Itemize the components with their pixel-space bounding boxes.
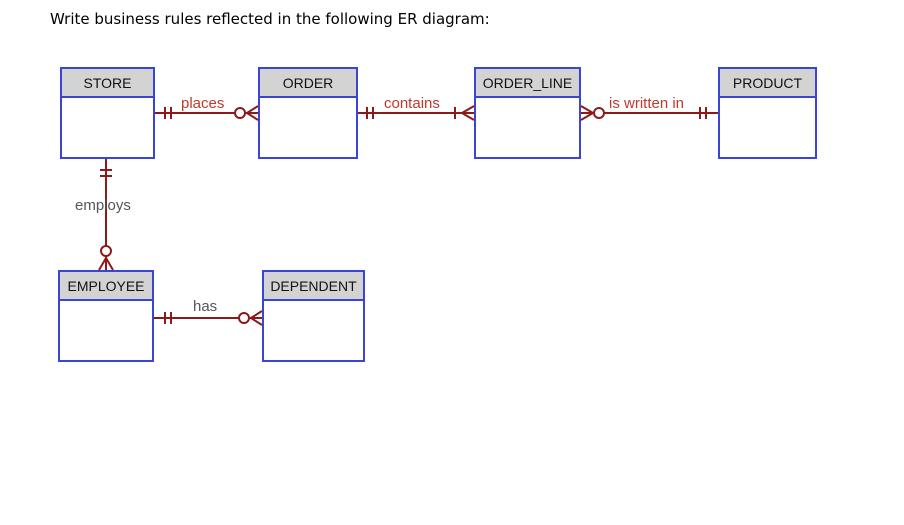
entity-order-line[interactable]: ORDER_LINE [474,67,581,159]
entity-dependent-name: DEPENDENT [264,272,363,301]
entity-store[interactable]: STORE [60,67,155,159]
rel-is-written-in-label: is written in [609,95,684,112]
entity-order[interactable]: ORDER [258,67,358,159]
rel-employs-line [98,159,114,271]
entity-employee[interactable]: EMPLOYEE [58,270,154,362]
entity-order-line-name: ORDER_LINE [476,69,579,98]
rel-contains-line [358,105,475,121]
rel-contains-label: contains [384,95,440,112]
entity-product[interactable]: PRODUCT [718,67,817,159]
entity-dependent[interactable]: DEPENDENT [262,270,365,362]
rel-employs-label: employs [75,197,131,214]
entity-product-name: PRODUCT [720,69,815,98]
rel-is-written-in-line [580,105,718,121]
rel-places-label: places [181,95,224,112]
question-text: Write business rules reflected in the fo… [50,10,490,28]
rel-has-label: has [193,298,217,315]
rel-has-line [154,310,263,326]
entity-employee-name: EMPLOYEE [60,272,152,301]
entity-store-name: STORE [62,69,153,98]
entity-order-name: ORDER [260,69,356,98]
rel-places-line [155,105,259,121]
